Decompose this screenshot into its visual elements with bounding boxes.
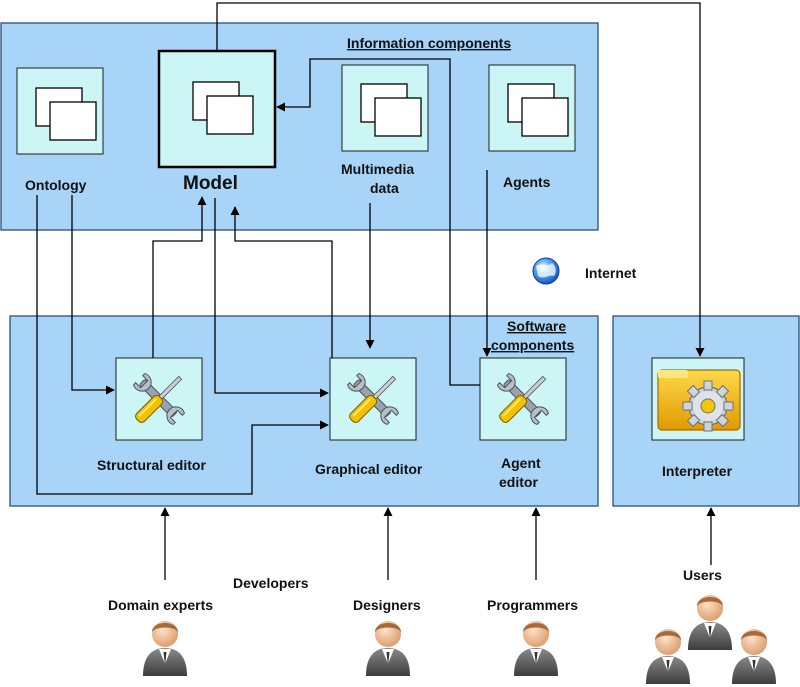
agent-editor-label-line1: Agent	[501, 455, 541, 471]
ontology-label: Ontology	[25, 177, 87, 193]
connectors	[36, 2, 716, 580]
graphical-editor-box[interactable]	[329, 357, 417, 441]
interpreter-box[interactable]	[651, 357, 745, 441]
arrow-agent-editor-to-model	[276, 58, 480, 386]
agent-editor-box[interactable]	[479, 357, 567, 441]
gear-folder-icon	[657, 369, 741, 432]
multimedia-label-line2: data	[370, 180, 399, 196]
information-components-title: Information components	[347, 35, 511, 51]
designers-label: Designers	[353, 597, 421, 613]
software-components-title-line2: components	[491, 337, 574, 353]
person-icon	[143, 621, 187, 676]
users-label: Users	[683, 567, 722, 583]
arrow-model-to-interpreter	[216, 2, 705, 357]
programmers-label: Programmers	[487, 597, 578, 613]
multimedia-data-box[interactable]	[341, 64, 429, 152]
globe-icon	[532, 257, 560, 285]
person-icon	[688, 595, 732, 650]
agents-label: Agents	[503, 174, 551, 190]
ontology-box[interactable]	[16, 67, 104, 155]
arrow-model-to-graphical-editor	[214, 198, 329, 398]
agents-box[interactable]	[488, 64, 576, 152]
person-icon	[732, 629, 776, 684]
interpreter-label: Interpreter	[662, 463, 733, 479]
structural-editor-box[interactable]	[115, 357, 203, 441]
model-box[interactable]	[157, 49, 277, 169]
structural-editor-label: Structural editor	[97, 457, 206, 473]
developers-label: Developers	[233, 575, 309, 591]
arrow-structural-editor-to-model	[152, 196, 207, 358]
internet-label: Internet	[585, 265, 637, 281]
software-components-title-line1: Software	[507, 318, 566, 334]
agent-editor-label-line2: editor	[499, 474, 538, 490]
domain-experts-label: Domain experts	[108, 597, 213, 613]
multimedia-label-line1: Multimedia	[341, 161, 414, 177]
graphical-editor-label: Graphical editor	[315, 461, 423, 477]
person-icon	[366, 621, 410, 676]
arrow-ontology-to-structural-editor	[71, 195, 115, 395]
person-icon	[646, 629, 690, 684]
model-label: Model	[183, 173, 238, 194]
person-icon	[514, 621, 558, 676]
arrow-graphical-editor-to-model	[230, 206, 333, 358]
arrow-ontology-to-graphical-editor	[36, 195, 329, 495]
